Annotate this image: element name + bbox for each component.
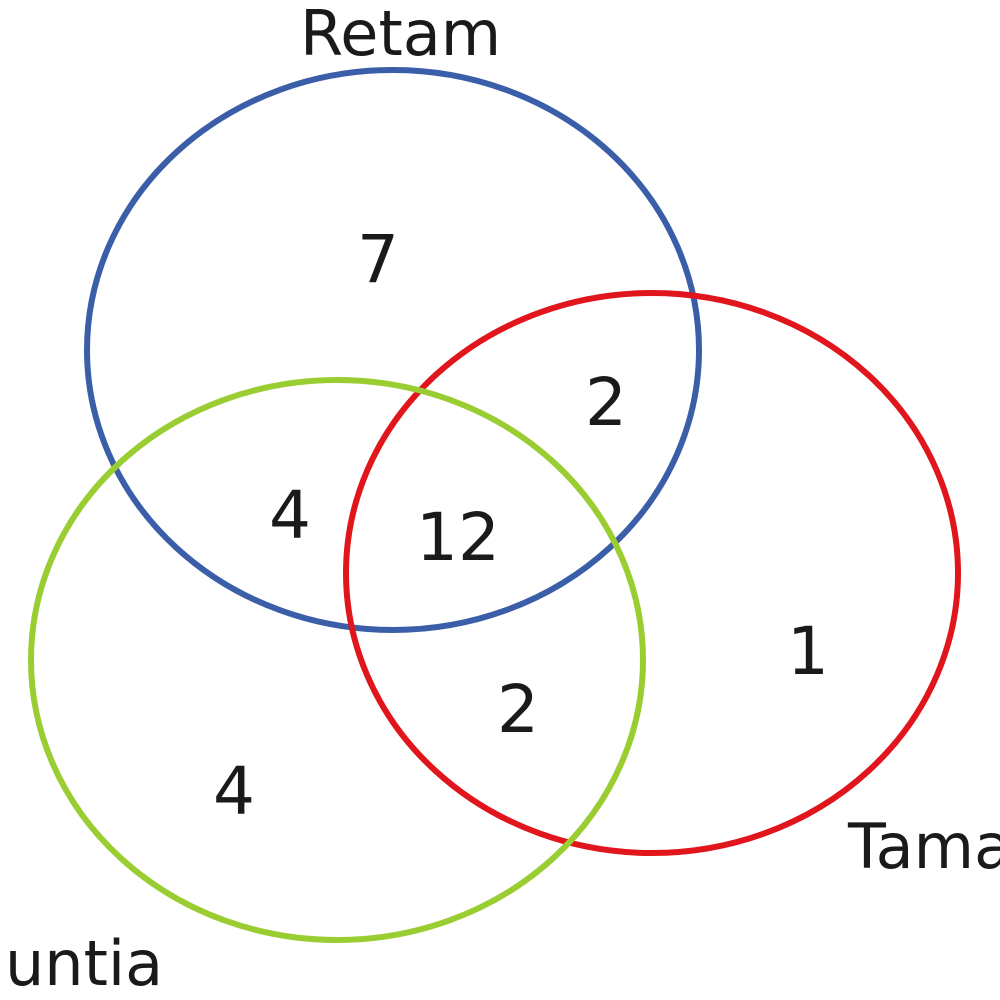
circle-top xyxy=(84,67,702,633)
circle-right xyxy=(343,290,961,856)
set-label-right: Tama xyxy=(847,810,1000,883)
set-label-left: untia xyxy=(5,927,163,1000)
region-count-top-only: 7 xyxy=(357,221,399,298)
region-count-right-only: 1 xyxy=(787,613,829,690)
region-count-top-left: 4 xyxy=(269,477,311,554)
region-count-left-only: 4 xyxy=(213,753,255,830)
region-count-left-right: 2 xyxy=(497,671,539,748)
region-count-top-right: 2 xyxy=(585,364,627,441)
set-label-top: Retam xyxy=(300,0,501,70)
circle-left xyxy=(28,377,646,943)
region-count-all-three: 12 xyxy=(416,499,500,576)
